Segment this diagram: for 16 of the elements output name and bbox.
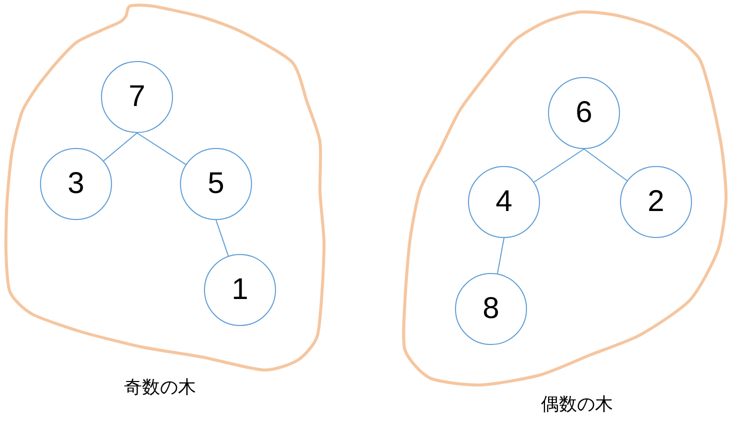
tree-link (584, 148, 628, 182)
tree-link (103, 132, 138, 162)
number-circle: 1 (204, 254, 276, 326)
tree-caption: 偶数の木 (540, 394, 614, 416)
number-circle: 6 (548, 77, 620, 149)
tree-link (136, 132, 186, 165)
number-circle: 4 (468, 166, 540, 238)
tree-link (496, 238, 504, 274)
tree-link (216, 220, 229, 256)
number-circle: 5 (180, 148, 252, 220)
number-circle: 8 (455, 273, 527, 345)
number-circle: 3 (40, 148, 112, 220)
tree-link (534, 148, 584, 183)
number-circle: 2 (620, 166, 692, 238)
tree-caption: 奇数の木 (123, 377, 197, 399)
number-circle: 7 (101, 61, 173, 133)
